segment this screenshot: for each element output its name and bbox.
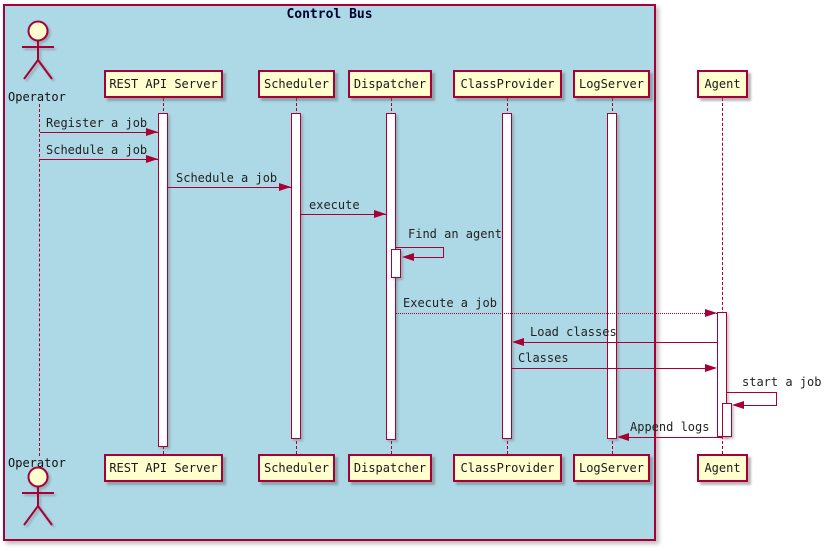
participant-label: Dispatcher <box>353 461 427 475</box>
participant-label: REST API Server <box>109 461 218 475</box>
participant-label: LogServer <box>578 461 645 475</box>
participant-top-dispatcher: Dispatcher <box>348 70 432 98</box>
participant-label: Scheduler <box>263 77 330 91</box>
message-schedule-a-job-2-line <box>168 187 291 188</box>
message-schedule-a-job-1-label: Schedule a job <box>46 143 148 157</box>
message-execute-a-job-line <box>396 313 717 314</box>
activation-rest-api-server <box>158 113 168 447</box>
operator-actor-figure-bottom <box>22 466 54 526</box>
participant-top-agent: Agent <box>697 70 748 98</box>
participant-bottom-logserver: LogServer <box>573 454 650 482</box>
message-find-an-agent-line-out <box>396 247 444 248</box>
activation-logserver <box>607 113 617 439</box>
participant-label: Dispatcher <box>353 77 427 91</box>
message-schedule-a-job-1-line <box>40 159 158 160</box>
participant-bottom-agent: Agent <box>697 454 748 482</box>
message-execute-a-job-label: Execute a job <box>403 296 497 310</box>
message-register-a-job-arrowhead <box>146 128 158 136</box>
message-start-a-job-line-down <box>775 392 777 405</box>
activation-classprovider <box>502 113 512 439</box>
participant-top-scheduler: Scheduler <box>258 70 335 98</box>
activation-agent-nested <box>722 403 732 437</box>
diagram-title: Control Bus <box>286 7 373 22</box>
participant-bottom-rest-api-server: REST API Server <box>104 454 223 482</box>
message-find-an-agent-line-down <box>442 247 444 257</box>
message-start-a-job-line-return <box>744 405 777 406</box>
message-start-a-job-arrowhead <box>732 401 744 409</box>
message-append-logs-line <box>627 437 722 438</box>
participant-bottom-classprovider: ClassProvider <box>453 454 562 482</box>
operator-label-top: Operator <box>8 90 66 104</box>
operator-label-bottom: Operator <box>8 456 66 470</box>
activation-dispatcher-nested <box>391 249 401 278</box>
message-append-logs-arrowhead <box>617 433 629 441</box>
message-execute-a-job-arrowhead <box>705 309 717 317</box>
message-execute-arrowhead <box>374 210 386 218</box>
message-schedule-a-job-1-arrowhead <box>146 155 158 163</box>
message-load-classes-line <box>524 342 717 343</box>
lifeline-agent <box>722 98 723 454</box>
message-execute-label: execute <box>309 198 360 212</box>
participant-top-rest-api-server: REST API Server <box>104 70 223 98</box>
message-classes-label: Classes <box>518 351 569 365</box>
message-start-a-job-line-out <box>727 392 777 393</box>
lifeline-operator <box>39 104 40 456</box>
participant-top-classprovider: ClassProvider <box>453 70 562 98</box>
activation-scheduler <box>291 113 301 439</box>
message-load-classes-label: Load classes <box>530 325 617 339</box>
message-append-logs-label: Append logs <box>630 420 710 434</box>
message-register-a-job-label: Register a job <box>46 116 148 130</box>
operator-actor-figure-top <box>22 20 54 80</box>
message-find-an-agent-arrowhead <box>402 253 414 261</box>
participant-bottom-dispatcher: Dispatcher <box>348 454 432 482</box>
message-schedule-a-job-2-arrowhead <box>279 183 291 191</box>
message-start-a-job-label: start a job <box>742 375 822 389</box>
message-execute-line <box>301 214 386 215</box>
participant-label: Agent <box>704 77 741 91</box>
message-schedule-a-job-2-label: Schedule a job <box>176 171 278 185</box>
message-register-a-job-line <box>40 132 158 133</box>
message-classes-line <box>512 368 705 369</box>
participant-label: Agent <box>704 461 741 475</box>
participant-label: ClassProvider <box>460 461 555 475</box>
message-find-an-agent-label: Find an agent <box>408 227 502 241</box>
participant-label: Scheduler <box>263 461 330 475</box>
participant-label: REST API Server <box>109 77 218 91</box>
message-load-classes-arrowhead <box>512 338 524 346</box>
participant-label: LogServer <box>578 77 645 91</box>
message-find-an-agent-line-return <box>412 257 444 258</box>
participant-top-logserver: LogServer <box>573 70 650 98</box>
participant-label: ClassProvider <box>460 77 555 91</box>
message-classes-arrowhead <box>705 364 717 372</box>
participant-bottom-scheduler: Scheduler <box>258 454 335 482</box>
